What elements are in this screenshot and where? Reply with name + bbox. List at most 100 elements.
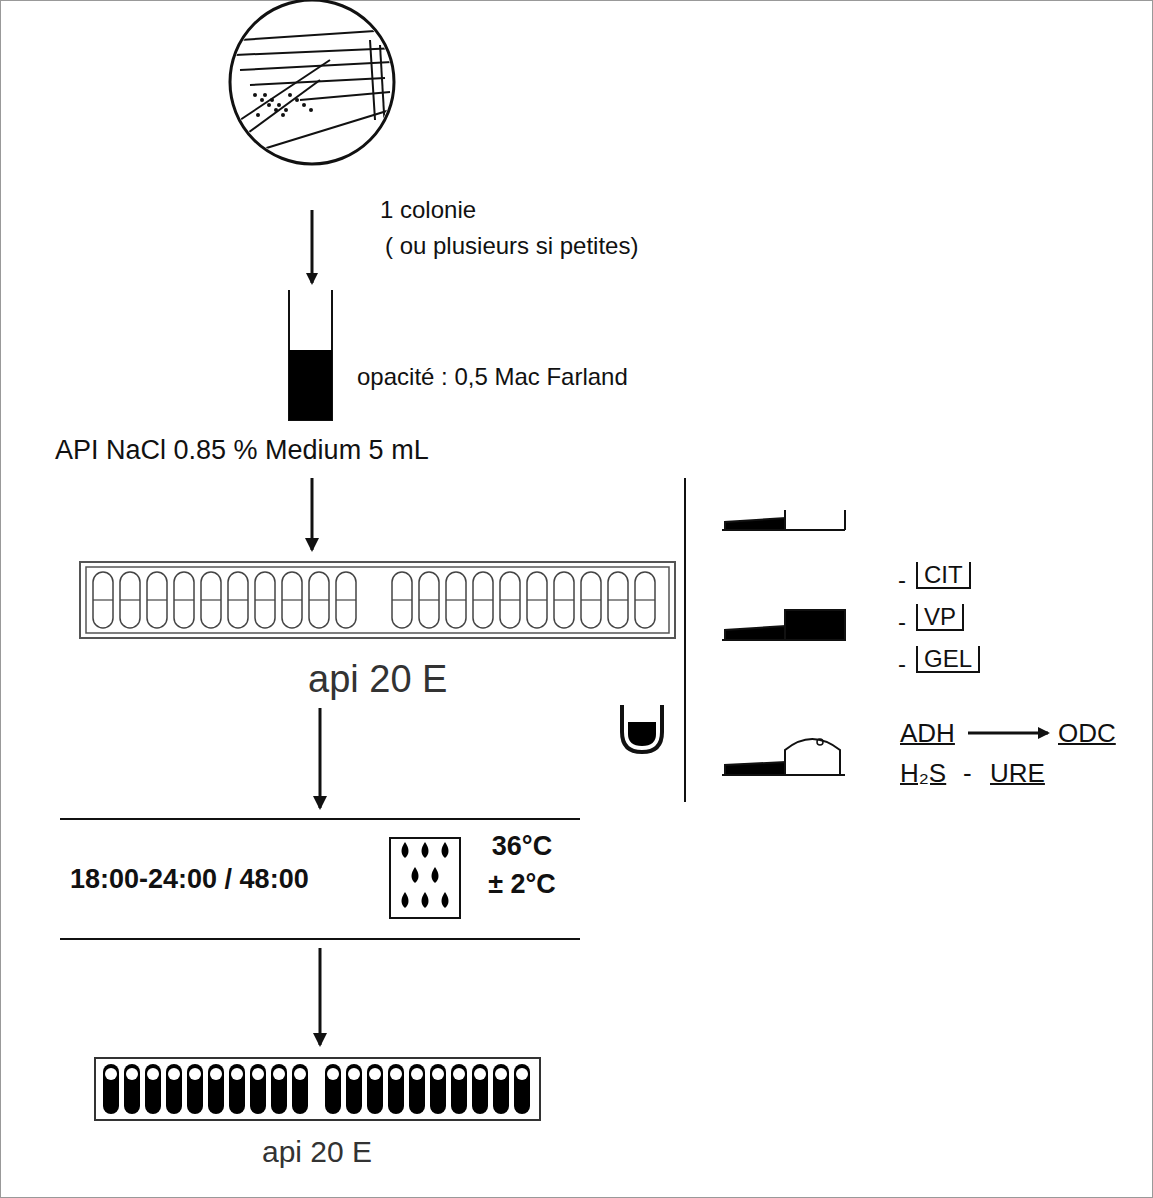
stroke — [120, 599, 140, 600]
stroke — [500, 572, 520, 628]
stroke — [369, 1068, 381, 1080]
stroke — [300, 92, 390, 100]
dash: - — [898, 608, 906, 636]
stroke — [256, 113, 260, 117]
stroke — [527, 599, 547, 600]
dash: - — [898, 566, 906, 594]
step-text: API NaCl 0.85 % Medium 5 mL — [55, 435, 429, 466]
stroke — [295, 98, 299, 102]
stroke — [174, 599, 194, 600]
oil-cupule-icon — [622, 705, 662, 752]
step-text: opacité : 0,5 Mac Farland — [357, 363, 628, 391]
step-text: api 20 E — [262, 1135, 372, 1169]
stroke — [260, 110, 390, 150]
stroke — [147, 1068, 159, 1080]
api-strip — [80, 562, 675, 638]
stroke — [608, 599, 628, 600]
test-name: ADH — [900, 718, 955, 749]
stroke — [380, 45, 385, 130]
flow-arrow — [311, 478, 314, 550]
stroke — [336, 599, 356, 600]
stroke — [228, 599, 248, 600]
stroke — [240, 60, 330, 120]
stroke — [166, 1064, 182, 1114]
stroke — [282, 599, 302, 600]
stroke — [516, 1068, 528, 1080]
api-strip-inoculated — [95, 1058, 540, 1120]
stroke — [168, 1068, 180, 1080]
stroke — [228, 572, 248, 628]
stroke — [451, 1064, 467, 1114]
stroke — [93, 599, 113, 600]
stroke — [432, 1068, 444, 1080]
stroke — [245, 80, 320, 135]
step-text: api 20 E — [308, 658, 447, 701]
test-name: ODC — [1058, 718, 1116, 749]
arrow — [968, 732, 1048, 735]
stroke — [514, 1064, 530, 1114]
stroke — [253, 93, 257, 97]
stroke — [231, 1068, 243, 1080]
dash: - — [963, 758, 972, 789]
suspension-tube — [289, 290, 332, 420]
stroke — [608, 572, 628, 628]
incubation-band: 18:00-24:00 / 48:0036°C ± 2°C — [60, 818, 580, 940]
stroke — [250, 1064, 266, 1114]
stroke — [412, 867, 419, 883]
stroke — [147, 599, 167, 600]
stroke — [288, 93, 292, 97]
stroke — [208, 1064, 224, 1114]
stroke — [453, 1068, 465, 1080]
stroke — [493, 1064, 509, 1114]
note-text: 1 colonie — [380, 196, 476, 224]
stroke — [390, 1068, 402, 1080]
stroke — [422, 892, 429, 908]
stroke — [346, 1064, 362, 1114]
stroke — [174, 572, 194, 628]
stroke — [124, 1064, 140, 1114]
stroke — [240, 30, 390, 40]
stroke — [392, 572, 412, 628]
step-text: 36°C ± 2°C — [482, 828, 562, 904]
separator-line — [684, 478, 686, 802]
stroke — [430, 1064, 446, 1114]
stroke — [409, 1064, 425, 1114]
stroke — [282, 572, 302, 628]
test-name: H₂S — [900, 758, 946, 789]
stroke — [147, 572, 167, 628]
stroke — [263, 93, 267, 97]
flow-arrow — [319, 708, 322, 808]
stroke — [527, 572, 547, 628]
stroke — [105, 1068, 117, 1080]
stroke — [302, 103, 306, 107]
stroke — [411, 1068, 423, 1080]
stroke — [554, 599, 574, 600]
stroke — [294, 1068, 306, 1080]
stroke — [309, 599, 329, 600]
note-text: ( ou plusieurs si petites) — [385, 232, 638, 260]
stroke — [472, 1064, 488, 1114]
stroke — [419, 572, 439, 628]
stroke — [402, 892, 409, 908]
stroke — [554, 572, 574, 628]
stroke — [270, 98, 274, 102]
strip-step: api 20 E — [80, 560, 675, 700]
stroke — [210, 1068, 222, 1080]
stroke — [432, 867, 439, 883]
stroke — [370, 40, 375, 120]
stroke — [252, 1068, 264, 1080]
stroke — [126, 1068, 138, 1080]
stroke — [309, 572, 329, 628]
cupule-icons — [722, 510, 845, 775]
stroke — [581, 599, 601, 600]
stroke — [145, 1064, 161, 1114]
stroke — [267, 103, 271, 107]
test-name: GEL — [916, 646, 980, 673]
test-name: VP — [916, 604, 964, 631]
stroke — [309, 108, 313, 112]
dash: - — [898, 650, 906, 678]
stroke — [635, 599, 655, 600]
stroke — [392, 599, 412, 600]
